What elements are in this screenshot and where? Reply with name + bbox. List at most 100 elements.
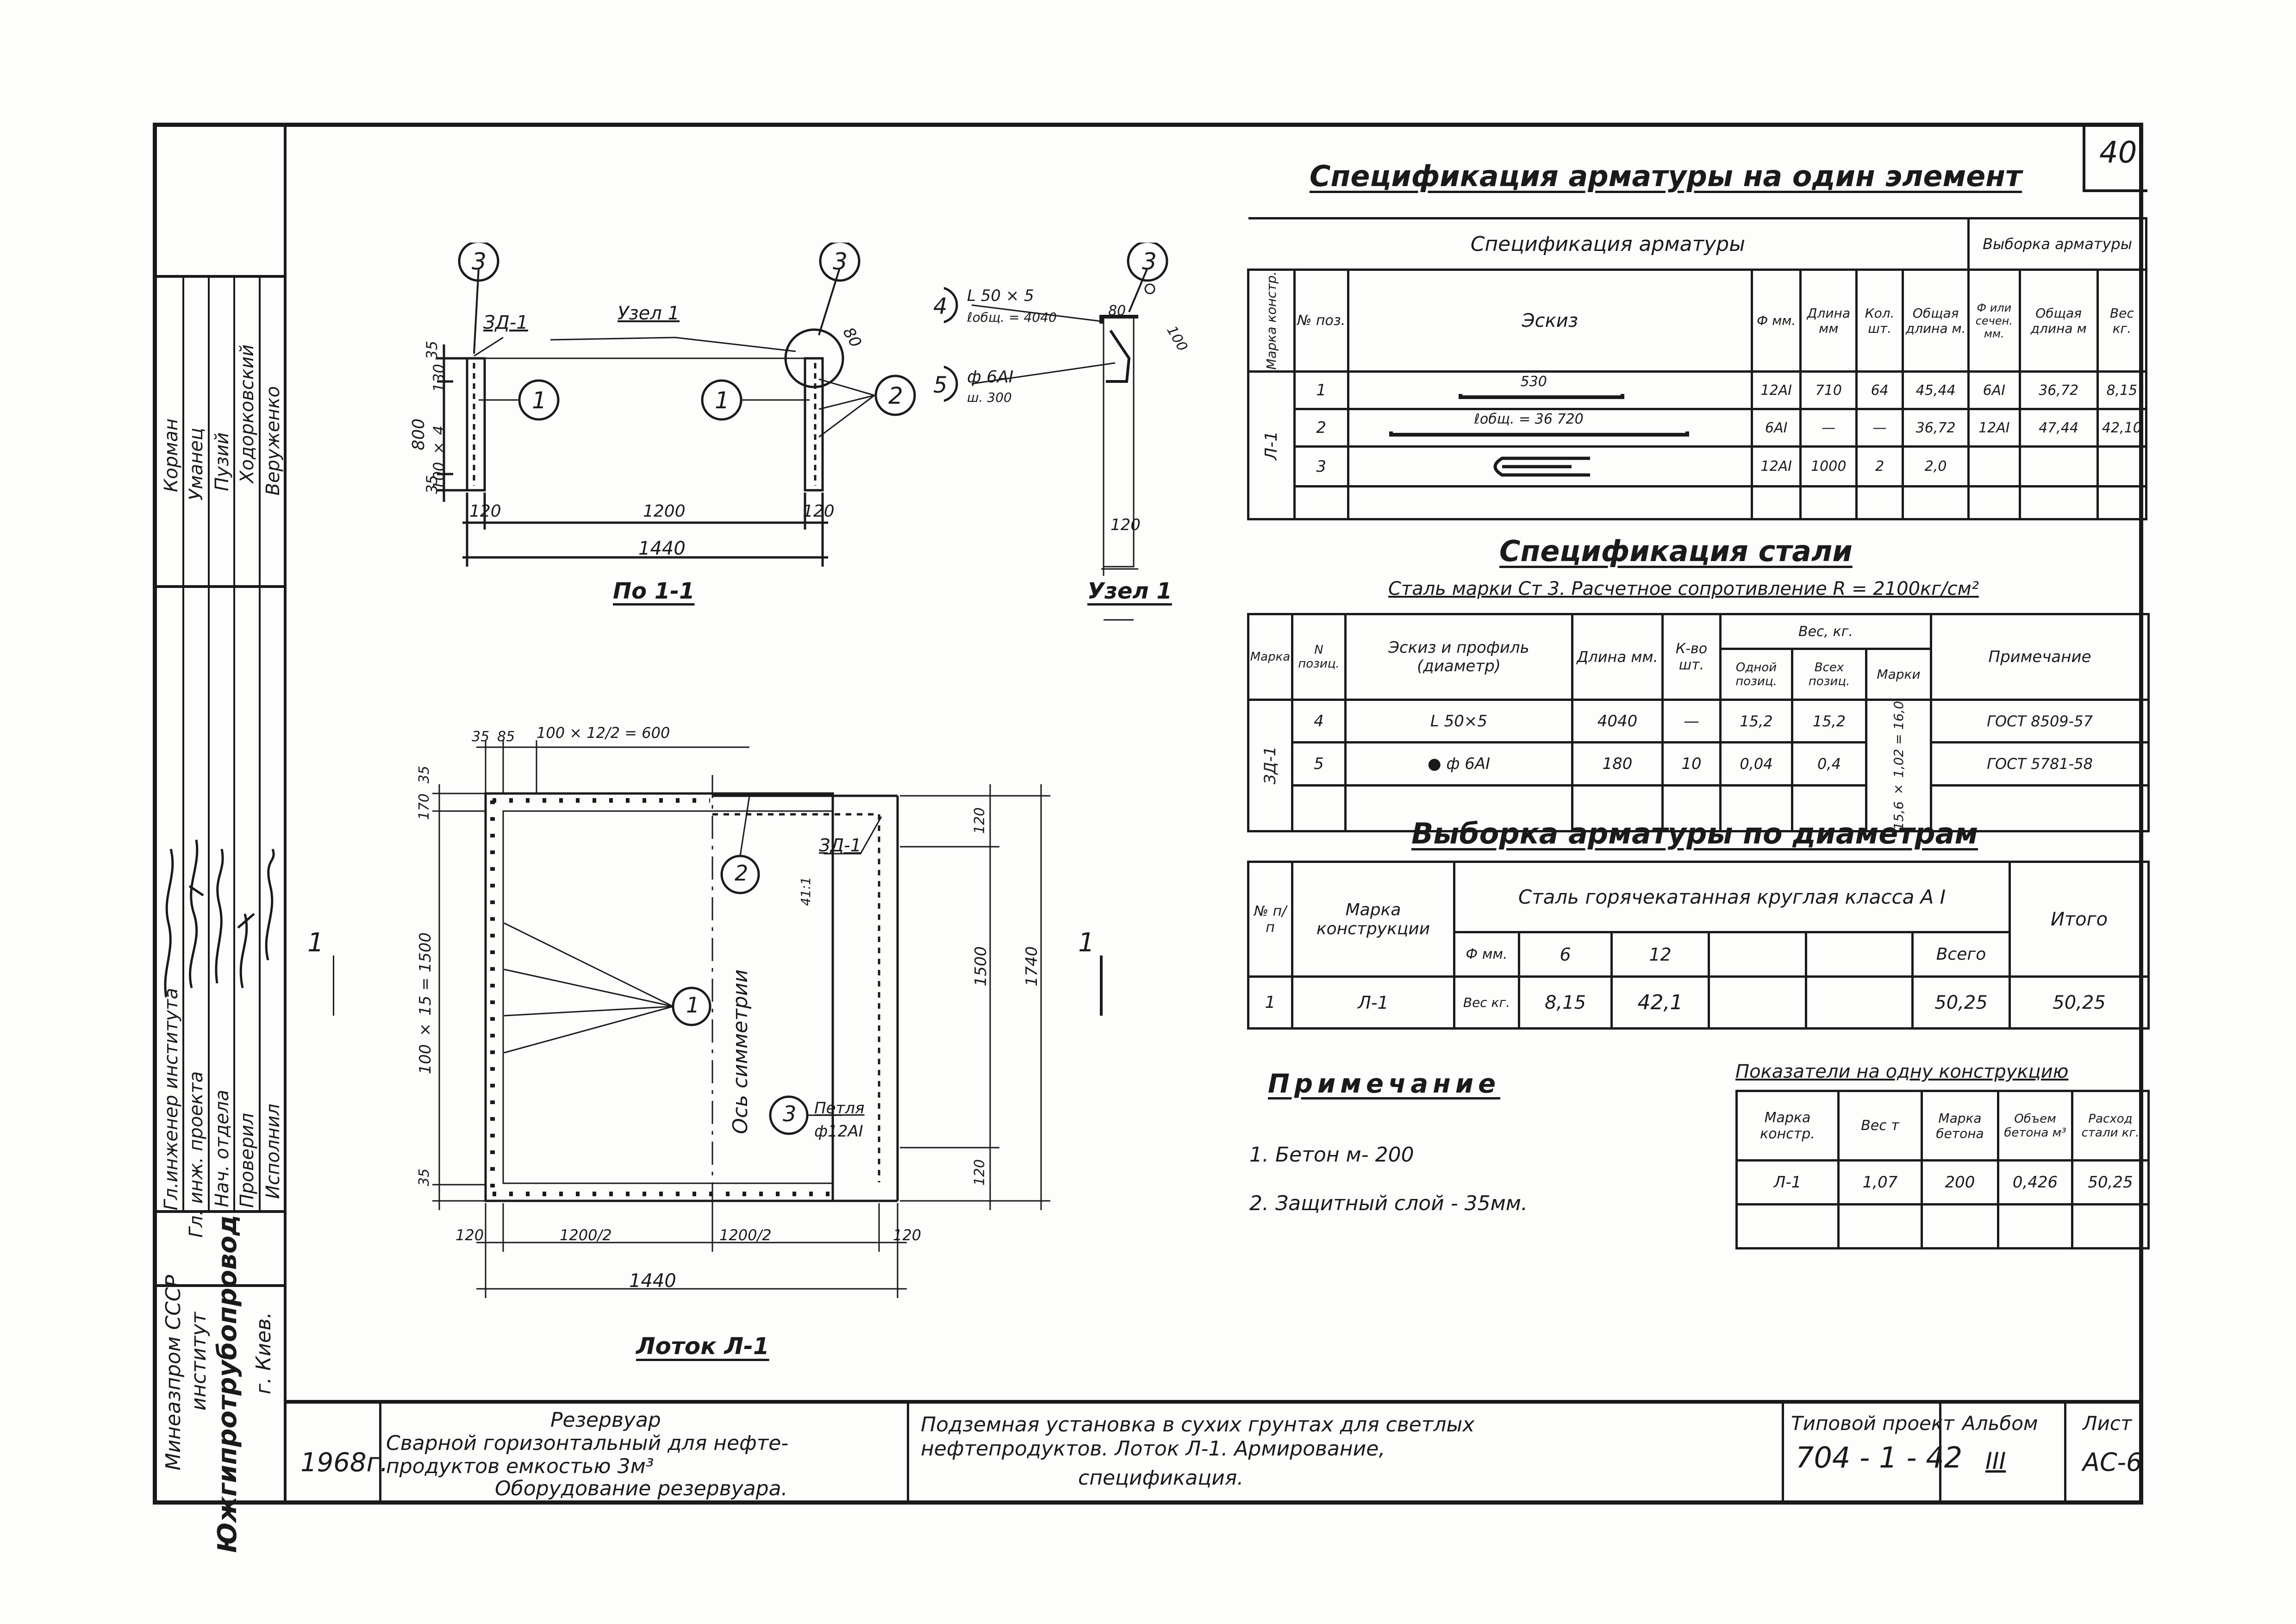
stamp-sheet: АС-6 (2083, 1448, 2142, 1477)
sec-dim-35-top: 35 (423, 341, 441, 360)
rebar-r2-total: 36,72 (1902, 408, 1970, 448)
ind-r-mark: Л-1 (1735, 1159, 1840, 1206)
indicators-title: Показатели на одну конструкцию (1735, 1061, 2069, 1082)
stamp-obj-4: Оборудование резервуара. (495, 1477, 788, 1500)
stamp-obj-3: продуктов емкостью 3м³ (386, 1455, 654, 1478)
sel-r-12: 42,1 (1610, 975, 1710, 1030)
org-name: Южгипротрубопровод (212, 1215, 243, 1553)
plan-dim-left-1500: 100 × 15 = 1500 (416, 932, 435, 1074)
steel-h-len: Длина мм. (1571, 613, 1664, 701)
steel-r2-qty: 10 (1661, 741, 1722, 787)
steel-h-marks: Марки (1865, 648, 1933, 701)
node-rod: ф 6АI (967, 368, 1014, 387)
sel-h-steel: Сталь горячекатанная круглая класса А I (1453, 860, 2011, 934)
rebar-h-mark: Марка констр. (1263, 271, 1279, 370)
node-dim-80: 80 (1108, 303, 1126, 319)
steel-spec-subtitle: Сталь марки Ст 3. Расчетное сопротивлени… (1388, 578, 1979, 600)
sel-r-total: 50,25 (2009, 975, 2150, 1030)
rebar-r1-qty: 64 (1855, 370, 1904, 411)
sel-h-num: № п/п (1247, 860, 1293, 978)
sec-callout-1b: 1 (715, 387, 730, 414)
rebar-sub-title: Спецификация арматуры (1470, 232, 1745, 256)
steel-h-pos: N позиц. (1291, 613, 1347, 701)
node-angle-len: ℓобщ. = 4040 (967, 310, 1057, 325)
plan-dim-right-1500: 1500 (972, 946, 990, 987)
rebar-r1-sketch: 530 (1347, 370, 1753, 411)
steel-r2-len: 180 (1571, 741, 1664, 787)
steel-r1-qty: — (1661, 698, 1722, 744)
stamp-obj-2: Сварной горизонтальный для нефте- (386, 1431, 789, 1455)
steel-h-one: Одной позиц. (1719, 648, 1793, 701)
steel-spec-table: Марка N позиц. Эскиз и профиль (диаметр)… (1247, 613, 2150, 833)
stamp-sheet-label: Лист (2083, 1412, 2132, 1435)
sec-callout-3b: 3 (833, 248, 848, 275)
steel-r1-prof: L 50×5 (1344, 698, 1573, 744)
org-institute: институт (187, 1312, 211, 1411)
plan-dim-right-120a: 120 (972, 807, 988, 834)
sec-dim-35-bot: 35 (423, 475, 441, 494)
name-5: Веруженко (262, 386, 284, 496)
node-angle: L 50 × 5 (967, 287, 1034, 305)
rebar-r2-sd: 12АI (1967, 408, 2021, 448)
stamp-proj: 704 - 1 - 42 (1796, 1441, 1963, 1474)
node-callout-3: 3 (1142, 248, 1157, 275)
rebar-mark: Л-1 (1261, 431, 1281, 460)
sec-callout-3a: 3 (472, 248, 487, 275)
sec-ed-label: ЗД-1 (483, 312, 528, 333)
steel-h-all: Всех позиц. (1791, 648, 1867, 701)
stamp-year: 1968г. (300, 1448, 388, 1478)
rebar-r3-sw (2096, 445, 2148, 488)
stamp-desc-2: нефтепродуктов. Лоток Л-1. Армирование, (921, 1437, 1385, 1461)
plan-callout-3: 3 (783, 1101, 797, 1126)
node-1-drawing (944, 243, 1203, 659)
rebar-r1-sw: 8,15 (2096, 370, 2148, 411)
ind-r-steel: 50,25 (2071, 1159, 2150, 1206)
rebar-h-slen: Общая длина м (2018, 269, 2099, 373)
ind-h-weight: Вес т (1837, 1090, 1923, 1162)
node-title: Узел 1 (1087, 578, 1172, 604)
node-dim-120: 120 (1111, 516, 1141, 534)
ind-r-weight: 1,07 (1837, 1159, 1923, 1206)
name-1: Корман (161, 418, 182, 493)
rebar-r2-qty: — (1855, 408, 1904, 448)
rebar-r2-len: — (1799, 408, 1858, 448)
steel-r1-len: 4040 (1571, 698, 1664, 744)
node-callout-5: 5 (933, 372, 948, 398)
rebar-r1-sd: 6АI (1967, 370, 2021, 411)
org-city: г. Киев. (252, 1312, 275, 1394)
plan-dim-top-600: 100 × 12/2 = 600 (537, 724, 670, 742)
steel-r2-prof: ● ф 6АI (1344, 741, 1573, 787)
steel-r1-note: ГОСТ 8509-57 (1930, 698, 2150, 744)
sel-h-diam: Ф мм. (1453, 931, 1520, 978)
plan-axis-label: Ось симметрии (729, 969, 752, 1134)
rebar-r3-total: 2,0 (1902, 445, 1970, 488)
rebar-h-sw: Вес кг. (2096, 269, 2148, 373)
drawing-sheet: 40 Корман Уманец Пузий Ходорковский Веру… (153, 123, 2150, 1553)
plan-dim-bot-1440: 1440 (629, 1270, 676, 1292)
indicators-table: Марка констр. Вес т Марка бетона Объем б… (1735, 1090, 2150, 1249)
sel-r-num: 1 (1247, 975, 1293, 1030)
plan-dim-right-1740: 1740 (1023, 946, 1041, 987)
role-5: Исполнил (262, 1104, 284, 1199)
steel-r2-one: 0,04 (1719, 741, 1793, 787)
sec-callout-2: 2 (888, 382, 903, 409)
sel-h-total: Итого (2009, 860, 2150, 978)
rebar-r1-total: 45,44 (1902, 370, 1970, 411)
rebar-r2-sketch: ℓобщ. = 36 720 (1347, 408, 1753, 448)
sel-r-6: 8,15 (1518, 975, 1613, 1030)
rebar-r3-pos: 3 (1293, 445, 1349, 488)
sel-r-w: Вес кг. (1453, 975, 1520, 1030)
rebar-h-pos: № поз. (1293, 269, 1349, 373)
steel-r1-one: 15,2 (1719, 698, 1793, 744)
stamp-proj-label: Типовой проект (1791, 1412, 1954, 1435)
rebar-h-diam: Ф мм. (1751, 269, 1802, 373)
sel-h-all: Всего (1911, 931, 2011, 978)
sheet-number: 40 (2099, 136, 2137, 170)
sec-uzel-label: Узел 1 (618, 303, 680, 324)
stamp-album-label: Альбом (1962, 1412, 2038, 1435)
sel-h-mark: Марка конструкции (1291, 860, 1455, 978)
plan-dim-bot-120b: 120 (893, 1226, 922, 1244)
rebar-r1-sketch-len: 530 (1520, 374, 1547, 390)
stamp-desc-1: Подземная установка в сухих грунтах для … (921, 1413, 1475, 1437)
node-rod-pitch: ш. 300 (967, 390, 1012, 405)
